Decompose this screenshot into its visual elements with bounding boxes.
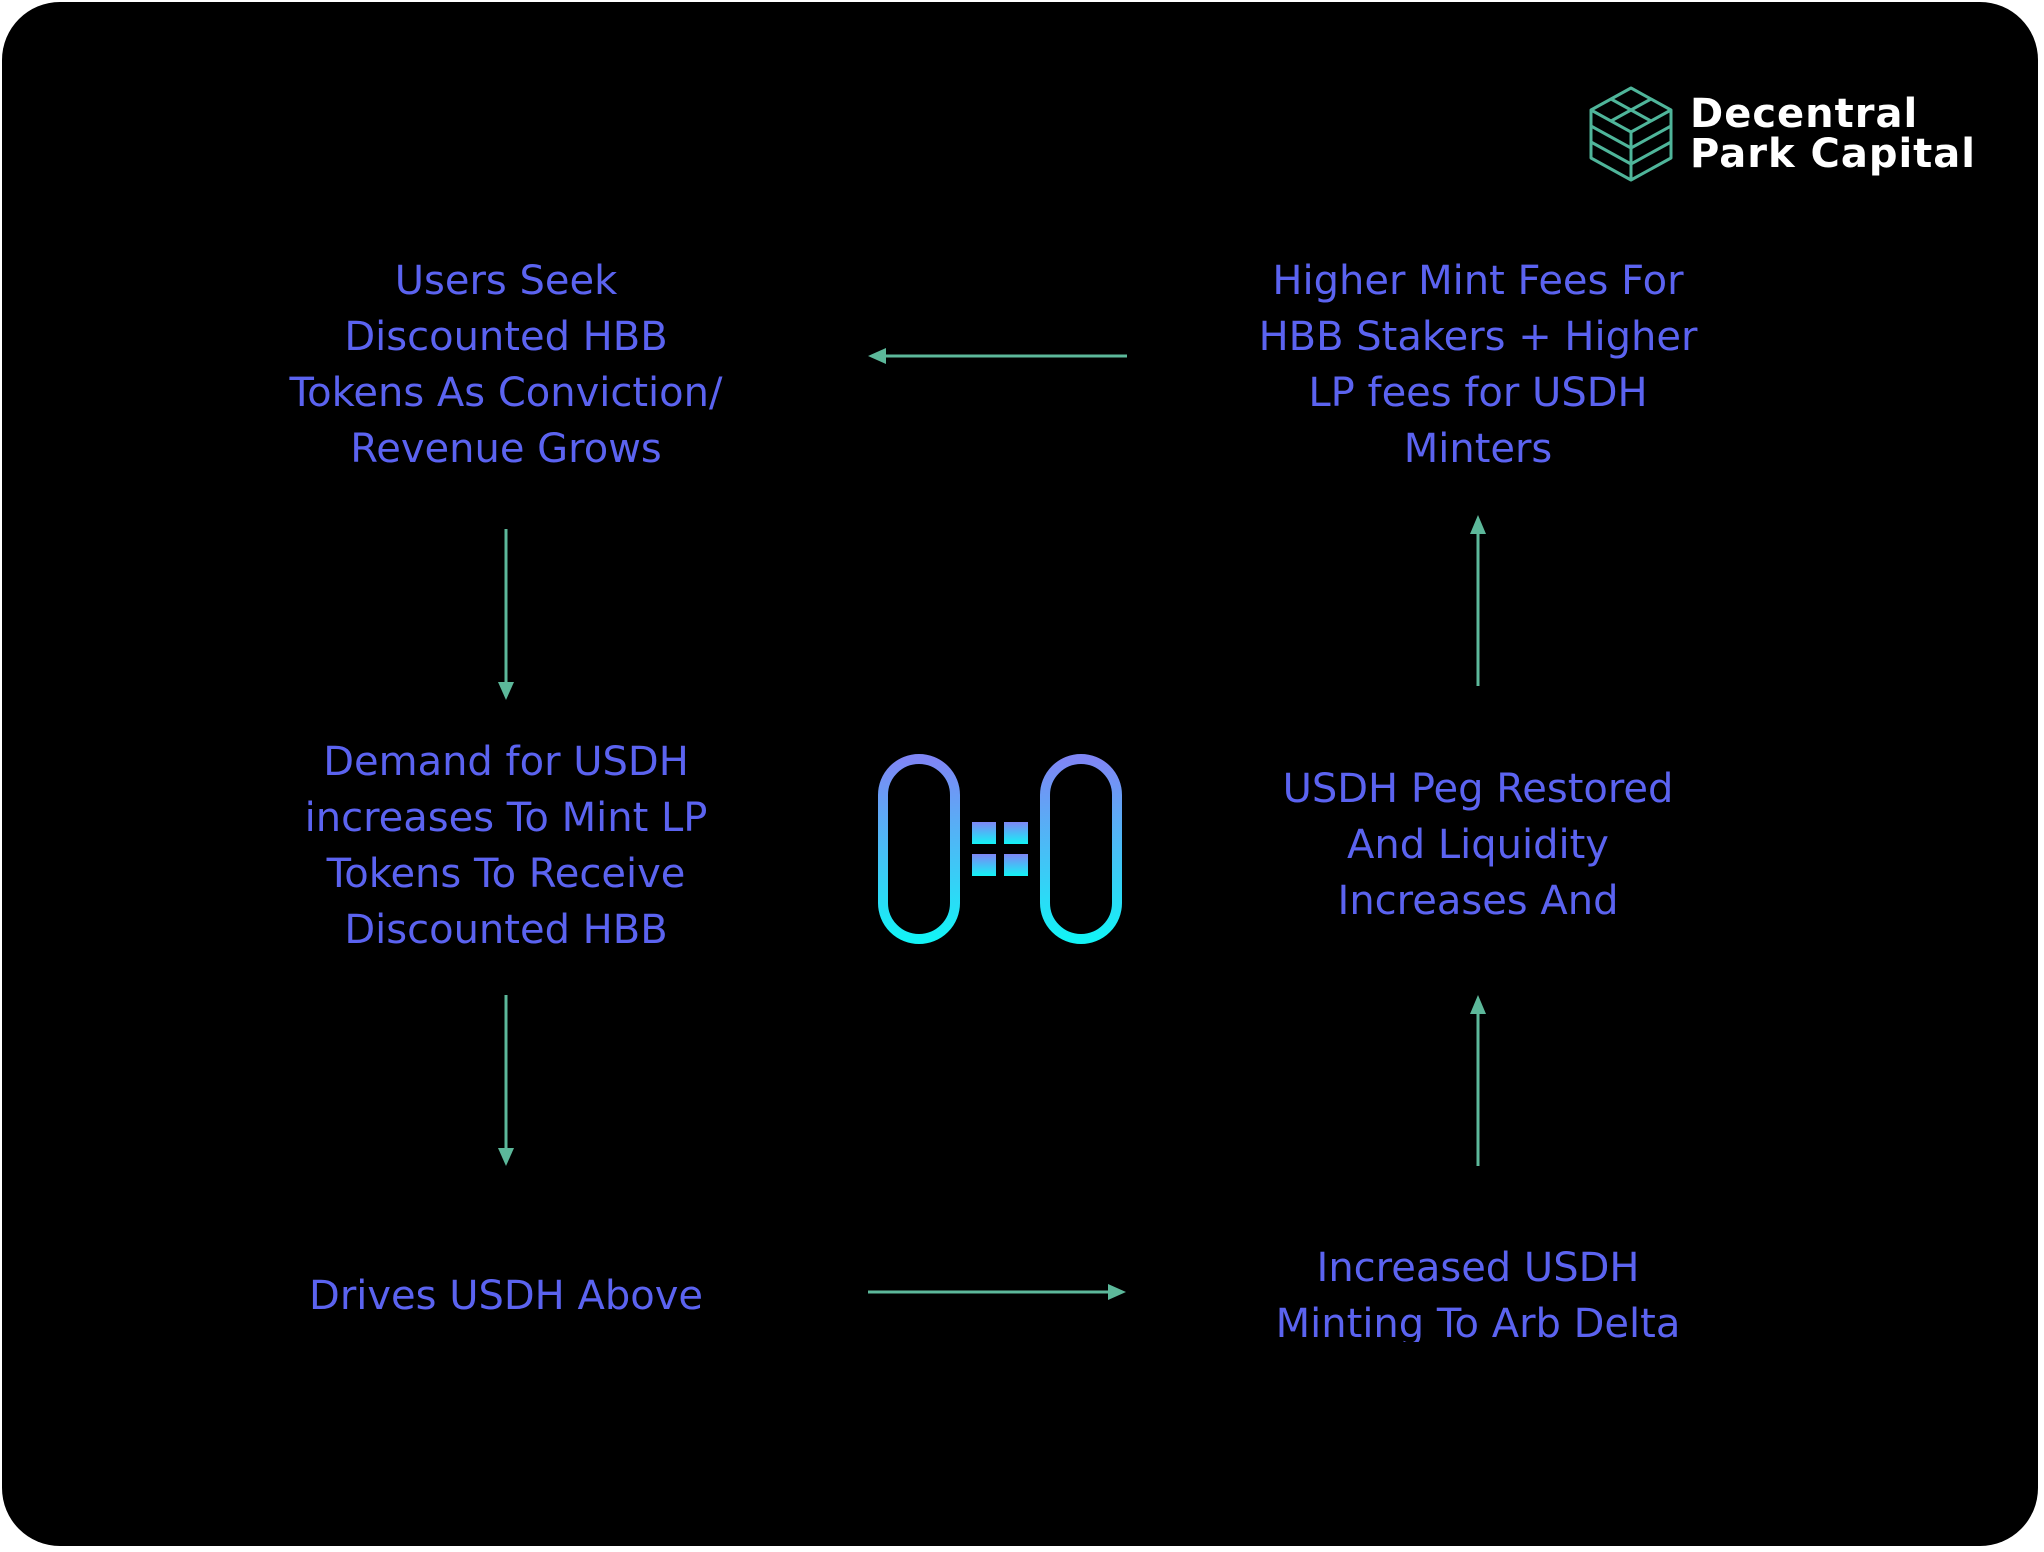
node-line: Drives USDH Above <box>309 1273 703 1319</box>
node-users-seek: Users Seek Discounted HBB Tokens As Conv… <box>290 253 723 477</box>
brand-name-line1: Decentral <box>1690 91 1919 137</box>
node-line: increases To Mint LP <box>304 795 708 841</box>
hubble-protocol-connector <box>972 822 1028 876</box>
hubble-protocol-icon <box>878 754 1122 944</box>
arrow-left-top <box>868 348 1127 364</box>
node-line: USDH Peg Restored <box>1282 766 1674 812</box>
node-line: Discounted HBB <box>344 907 668 953</box>
arrow-up-1 <box>1470 515 1486 686</box>
node-line: Demand for USDH <box>323 739 689 785</box>
node-higher-fees: Higher Mint Fees For HBB Stakers + Highe… <box>1259 253 1698 477</box>
node-line: Increases And <box>1337 878 1619 924</box>
isometric-cube-logo-icon <box>1589 86 1673 182</box>
node-line: Tokens To Receive <box>326 851 686 897</box>
arrow-up-2 <box>1470 995 1486 1166</box>
node-line: HBB Stakers + Higher <box>1258 314 1698 360</box>
node-line: Users Seek <box>394 258 618 304</box>
node-line: Higher Mint Fees For <box>1272 258 1684 304</box>
arrow-down-1 <box>498 529 514 700</box>
node-line: LP fees for USDH <box>1308 370 1648 416</box>
node-line: Minting To Arb Delta <box>1275 1301 1681 1342</box>
node-line: Tokens As Conviction/ <box>289 370 723 416</box>
brand-name-line2: Park Capital <box>1690 131 1977 177</box>
node-demand: Demand for USDH increases To Mint LP Tok… <box>305 734 708 958</box>
node-line: Minters <box>1403 426 1553 472</box>
node-increased-minting: Increased USDH Minting To Arb Delta <box>1276 1240 1681 1342</box>
arrow-down-2 <box>498 995 514 1166</box>
node-drives-above: Drives USDH Above <box>309 1268 703 1324</box>
node-line: And Liquidity <box>1347 822 1609 868</box>
brand-logo: Decentral Park Capital <box>1586 84 1976 184</box>
node-peg-restored: USDH Peg Restored And Liquidity Increase… <box>1283 761 1674 929</box>
node-line: Increased USDH <box>1316 1245 1640 1291</box>
node-line: Revenue Grows <box>350 426 662 472</box>
node-line: Discounted HBB <box>344 314 668 360</box>
arrow-right-bottom <box>868 1284 1126 1300</box>
